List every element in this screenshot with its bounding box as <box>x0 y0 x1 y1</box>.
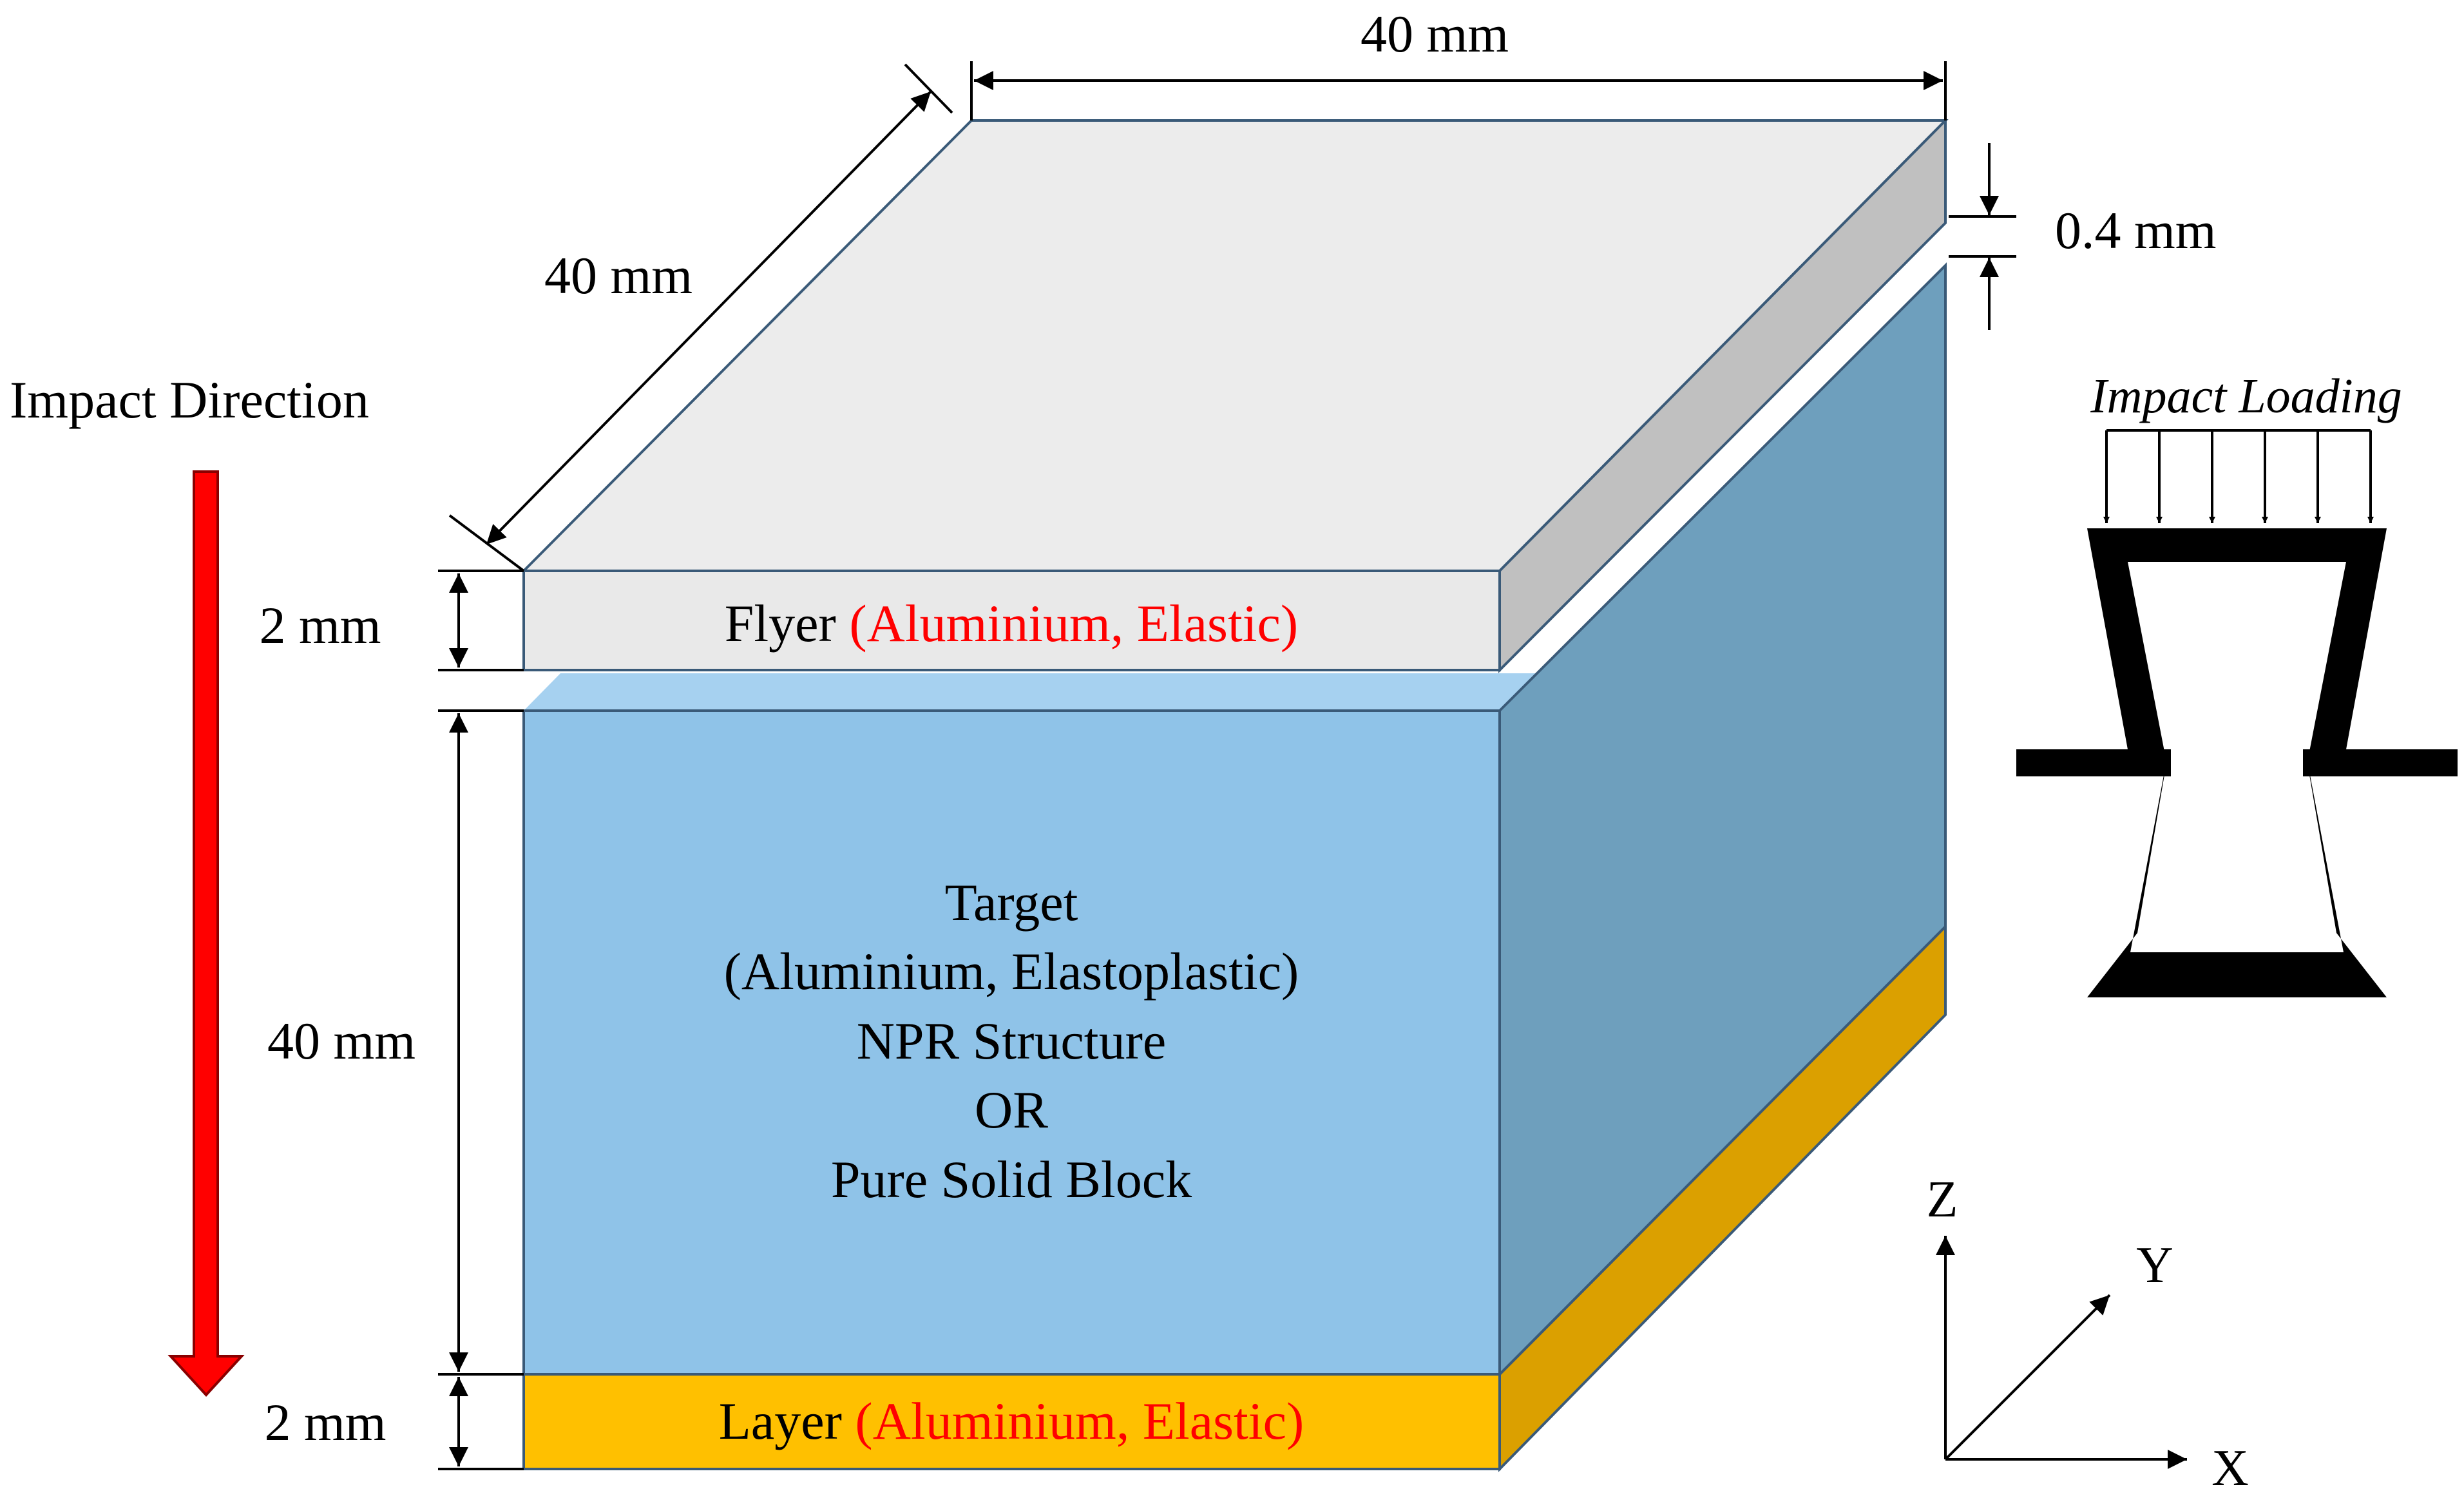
target-front-face <box>522 709 1501 1376</box>
impact-loading-arrows <box>2103 429 2374 523</box>
layer-block <box>522 923 1947 1472</box>
layer-front-face <box>522 1373 1501 1470</box>
npr-cell-icon <box>2016 528 2458 997</box>
npr-cell-left-strut <box>2016 749 2171 776</box>
impact-direction-label: Impact Direction <box>10 370 369 429</box>
flyer-label: Flyer (Aluminium, Elastic) <box>725 594 1298 653</box>
x-axis-label: X <box>2211 1440 2249 1495</box>
top-depth-dimension-line <box>485 90 932 546</box>
dimension-lines <box>438 61 2016 1470</box>
y-axis <box>1944 1294 2111 1461</box>
flyer-material: (Aluminium, Elastic) <box>849 594 1298 653</box>
z-axis-label: Z <box>1927 1171 1958 1228</box>
top-depth-label: 40 mm <box>544 246 692 305</box>
top-width-label: 40 mm <box>1361 5 1509 63</box>
impact-loading-label: Impact Loading <box>2090 369 2402 423</box>
flyer-front-face <box>522 570 1501 671</box>
flyer-thickness-label: 2 mm <box>259 596 381 655</box>
flyer-name: Flyer <box>725 594 836 653</box>
target-option-solid: Pure Solid Block <box>831 1150 1192 1209</box>
layer-label: Layer (Aluminium, Elastic) <box>719 1392 1304 1450</box>
target-or: OR <box>975 1080 1048 1139</box>
impact-direction-arrow <box>167 470 245 1397</box>
y-axis-label: Y <box>2136 1237 2173 1294</box>
target-top-face <box>524 673 1538 711</box>
layer-material: (Aluminium, Elastic) <box>855 1392 1304 1450</box>
target-block <box>522 262 1947 1378</box>
target-height-label: 40 mm <box>267 1012 415 1070</box>
npr-cell-right-strut <box>2303 749 2458 776</box>
coordinate-axes <box>1936 1236 2187 1469</box>
layer-thickness-label: 2 mm <box>264 1393 386 1452</box>
layer-name: Layer <box>719 1392 842 1450</box>
gap-label: 0.4 mm <box>2055 201 2217 260</box>
target-material: (Aluminium, Elastoplastic) <box>724 942 1299 1001</box>
target-option-npr: NPR Structure <box>857 1012 1167 1070</box>
target-name: Target <box>945 873 1078 932</box>
